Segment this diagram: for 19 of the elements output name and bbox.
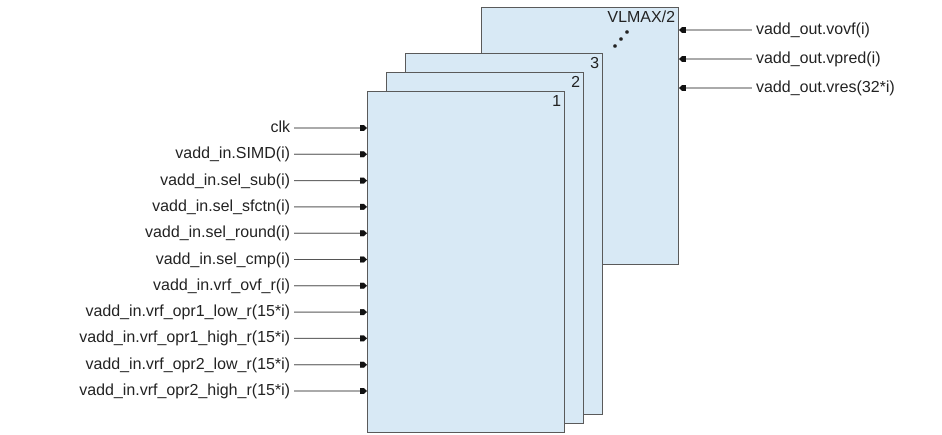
signal-name: vadd_in.sel_cmp(i) (156, 250, 290, 270)
signal-name: vadd_in.sel_sub(i) (160, 170, 290, 191)
instance-number: 2 (571, 74, 580, 91)
signal-name: vadd_in.vrf_opr2_high_r(15*i) (79, 381, 290, 401)
module-block (367, 91, 565, 433)
signal-name: vadd_out.vpred(i) (756, 49, 881, 69)
signal-name: vadd_in.vrf_opr1_high_r(15*i) (79, 328, 290, 348)
signal-name: vadd_in.vrf_ovf_r(i) (153, 276, 290, 296)
signal-name: vadd_in.sel_round(i) (145, 223, 290, 244)
instance-number: 3 (590, 55, 599, 72)
signal-name: vadd_in.vrf_opr2_low_r(15*i) (85, 354, 290, 375)
signal-name: vadd_in.vrf_opr1_low_r(15*i) (85, 302, 290, 322)
signal-name: vadd_out.vres(32*i) (756, 78, 895, 98)
instance-number: 1 (552, 93, 561, 110)
signal-name: vadd_out.vovf(i) (756, 20, 870, 40)
instance-number: VLMAX/2 (607, 9, 675, 26)
signal-name: vadd_in.sel_sfctn(i) (152, 196, 290, 217)
signal-name: vadd_in.SIMD(i) (175, 144, 290, 164)
signal-name: clk (270, 118, 290, 138)
